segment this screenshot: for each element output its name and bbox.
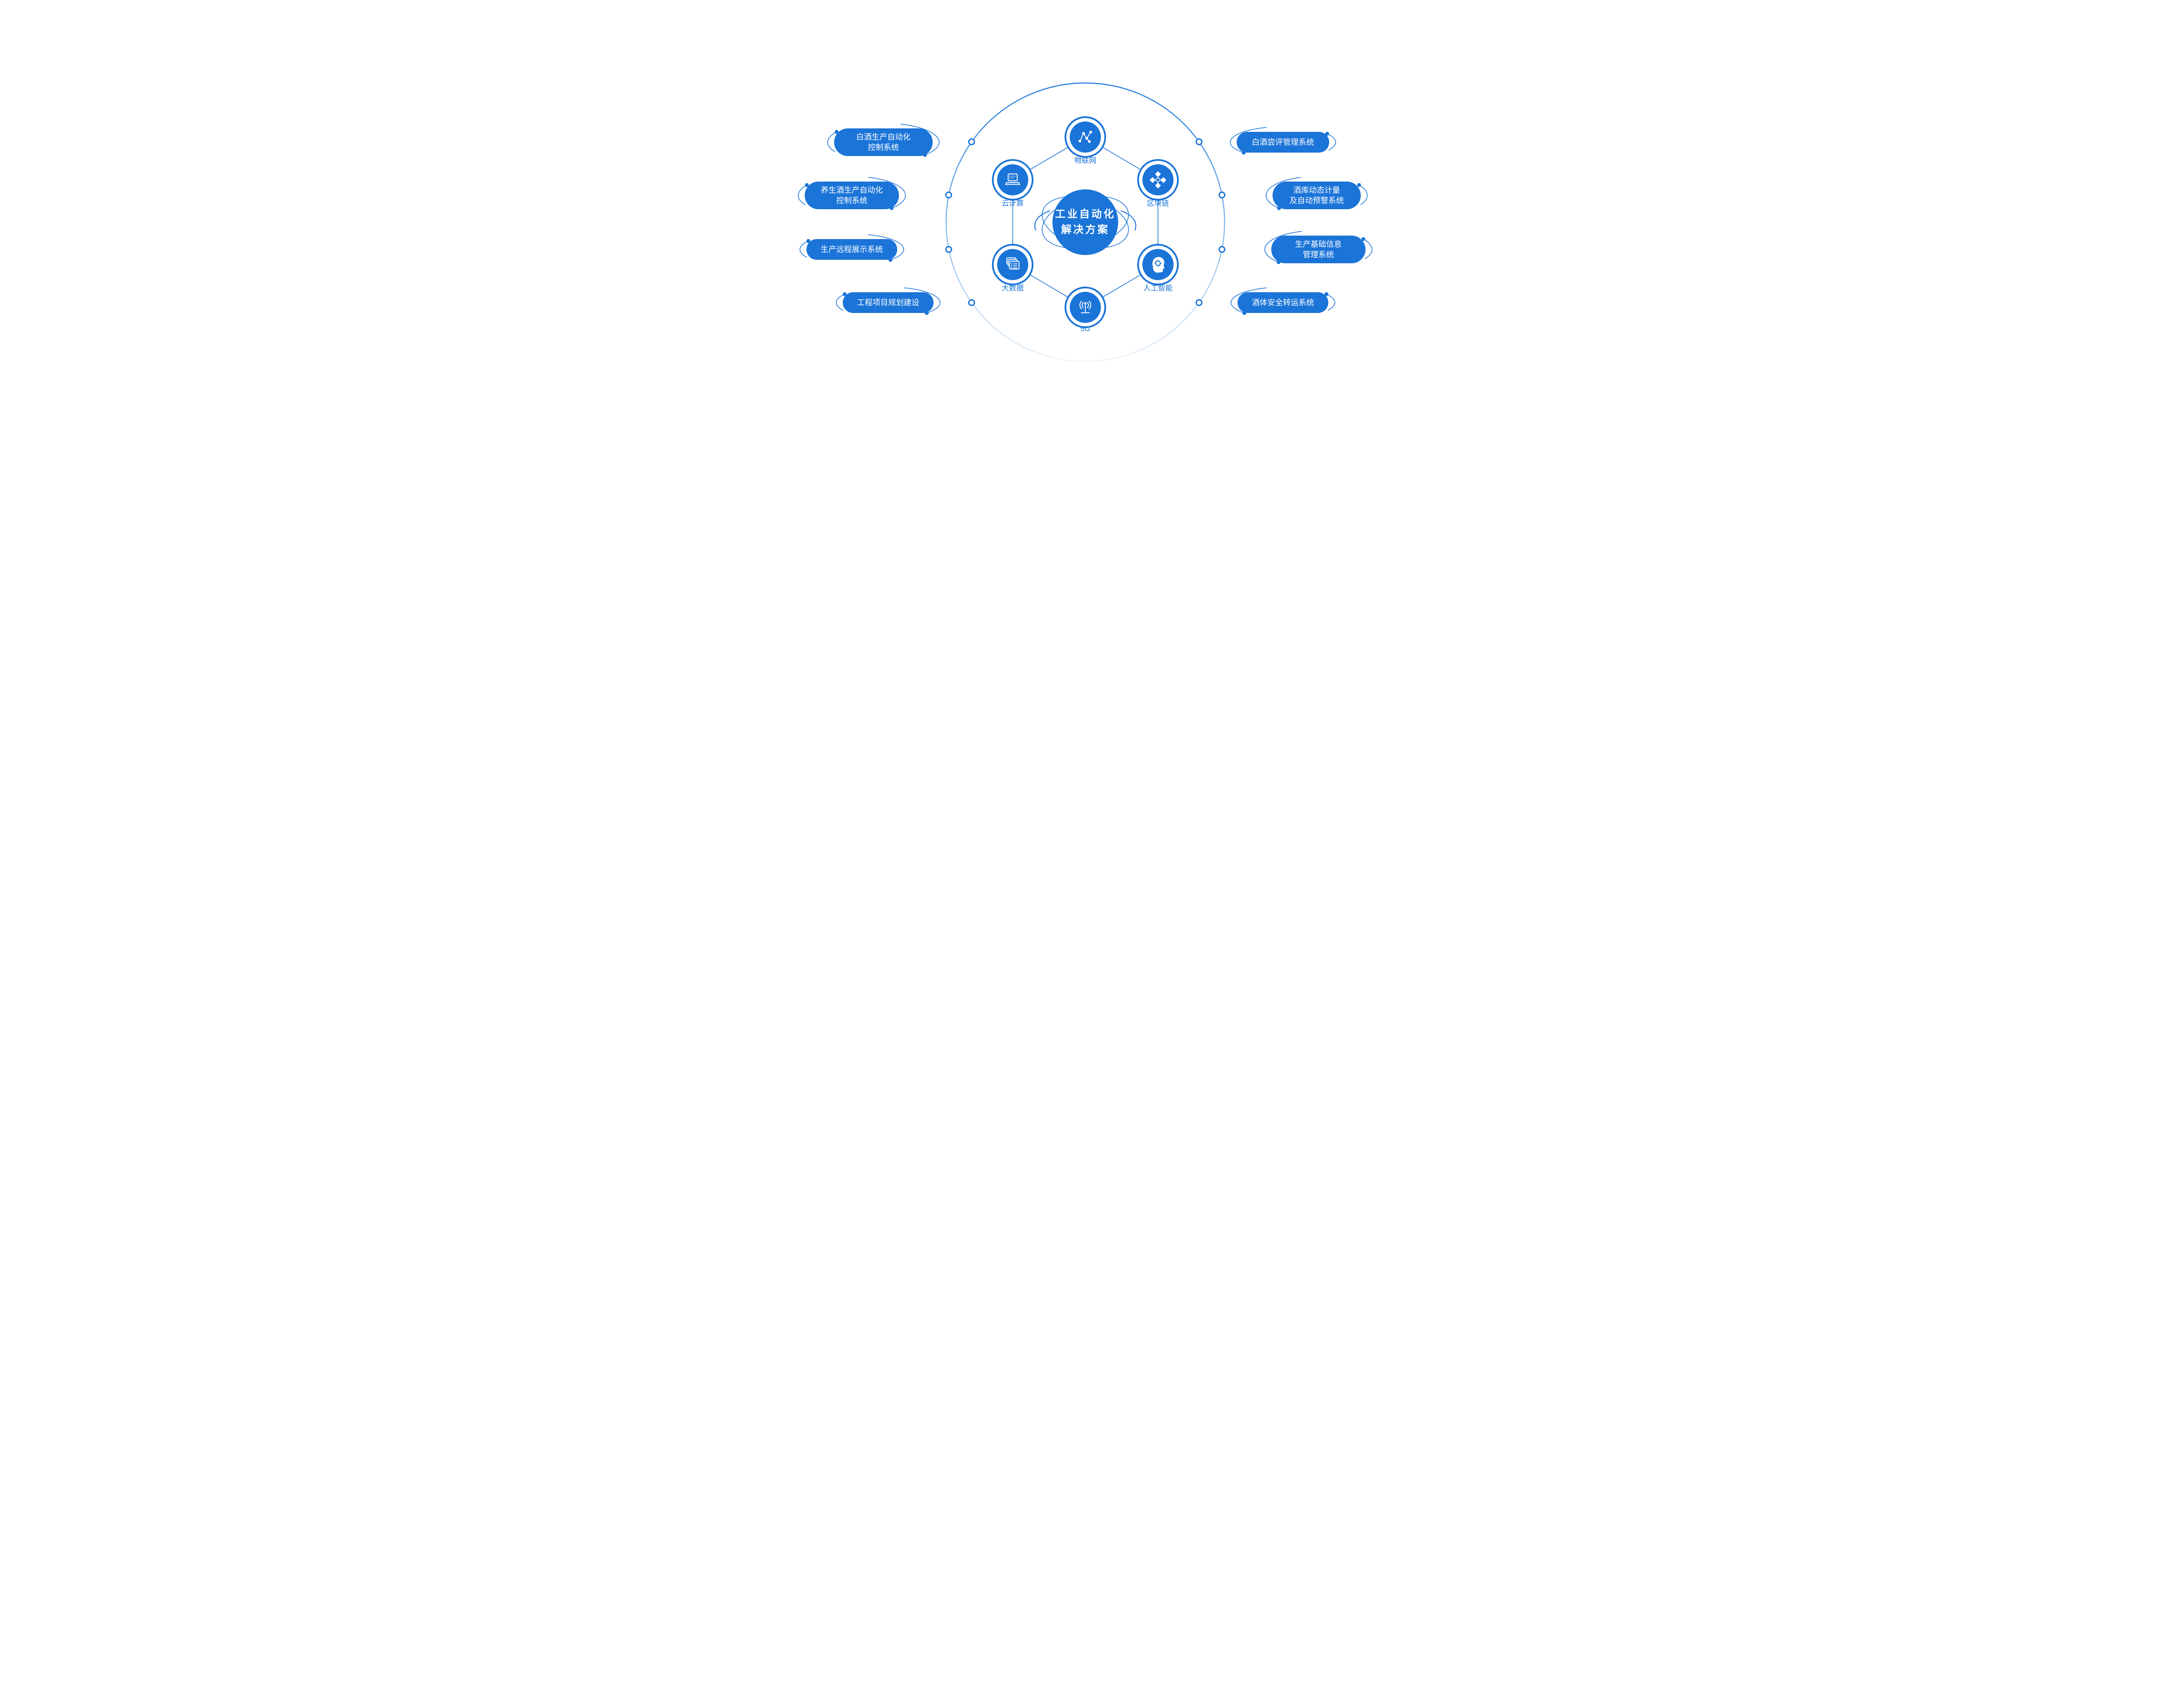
node-label: 云计算 <box>1001 199 1024 208</box>
pill-label-line: 酒体安全转运系统 <box>1252 298 1314 307</box>
pill-label-line: 白酒尝评管理系统 <box>1252 137 1314 147</box>
outer-circle-dot <box>945 246 952 253</box>
pill-label-line: 养生酒生产自动化 <box>821 185 883 195</box>
pill-baijiu-production-automation-control: 白酒生产自动化 控制系统 <box>834 128 933 156</box>
orbit-flourish-right <box>1120 210 1136 231</box>
node-circle <box>992 244 1033 285</box>
pill-label-line: 控制系统 <box>836 196 867 205</box>
pill-decoration-arc <box>1230 127 1267 153</box>
pill-production-basic-info-management-system: 生产基础信息 管理系统 <box>1271 236 1366 263</box>
outer-circle-dot <box>1219 192 1225 198</box>
pill-decoration-arc <box>1359 185 1368 205</box>
pill-label-line: 生产基础信息 <box>1295 239 1342 249</box>
outer-circle-dot <box>1196 138 1203 145</box>
outer-circle-dot <box>1219 246 1225 253</box>
pill-decoration-arc <box>1264 231 1302 263</box>
stacked-docs-icon <box>1003 255 1023 275</box>
node-5g: 5G <box>1065 287 1106 333</box>
node-label: 区块链 <box>1147 199 1169 208</box>
pill-decoration-arc <box>827 131 837 152</box>
antenna-icon <box>1075 297 1095 317</box>
pill-health-wine-production-automation-control: 养生酒生产自动化 控制系统 <box>805 182 899 209</box>
node-iot: 物联网 <box>1065 116 1106 165</box>
head-chip-icon <box>1152 257 1165 273</box>
node-circle <box>1065 116 1106 158</box>
center-node: 工业自动化 解决方案 <box>1052 189 1118 255</box>
outer-circle-dot <box>968 299 975 306</box>
pill-decoration-arc <box>900 124 940 156</box>
pill-decoration-arc <box>800 240 809 258</box>
node-blockchain: 区块链 <box>1137 159 1179 208</box>
node-label: 大数据 <box>1001 284 1024 292</box>
pill-engineering-project-planning: 工程项目规划建设 <box>843 292 934 313</box>
pill-decoration-arc <box>868 234 904 260</box>
node-circle <box>1137 159 1179 201</box>
pill-decoration-arc <box>836 294 845 311</box>
pill-decoration-arc <box>868 177 906 209</box>
pill-decoration-arc <box>1266 177 1301 209</box>
pill-decoration-arc <box>1363 239 1372 259</box>
orbit-flourish-left <box>1034 210 1050 231</box>
node-inner-circle <box>1070 292 1101 323</box>
pill-liquor-safe-transfer-system: 酒体安全转运系统 <box>1238 292 1328 313</box>
pill-decoration-arc <box>1327 133 1336 150</box>
pill-decoration-arc <box>798 185 807 205</box>
pill-label-line: 控制系统 <box>868 143 899 152</box>
pill-decoration-arc <box>904 287 940 313</box>
outer-circle-dot <box>968 138 975 145</box>
outer-circle-dot <box>945 192 952 198</box>
outer-circle <box>945 82 1225 362</box>
pill-decoration-arc <box>1326 294 1335 311</box>
node-ai: 人工智能 <box>1137 244 1179 293</box>
pill-label-line: 生产远程展示系统 <box>821 245 883 254</box>
center-title-line1: 工业自动化 <box>1055 208 1116 220</box>
pill-decoration-dot <box>1361 237 1366 241</box>
center-title-line2: 解决方案 <box>1061 224 1110 236</box>
pill-decoration-dot <box>1357 183 1361 187</box>
pill-decoration-layer <box>798 124 1372 315</box>
node-inner-circle <box>997 249 1028 280</box>
pill-decoration-arc <box>1231 287 1267 313</box>
node-label: 人工智能 <box>1143 284 1173 292</box>
pill-label-line: 工程项目规划建设 <box>857 298 919 307</box>
node-circle <box>992 159 1033 201</box>
node-label: 物联网 <box>1074 156 1097 165</box>
pill-label-line: 管理系统 <box>1303 250 1334 259</box>
infographic-canvas: 物联网 区块链 <box>747 0 1415 438</box>
blocks-icon <box>1149 171 1167 188</box>
pill-label-line: 白酒生产自动化 <box>856 132 911 141</box>
node-inner-circle <box>1142 249 1174 280</box>
node-label: 5G <box>1080 325 1091 333</box>
node-circle <box>1137 244 1179 285</box>
network-icon <box>1078 131 1092 143</box>
pill-remote-production-display-system: 生产远程展示系统 <box>806 239 897 260</box>
pill-baijiu-tasting-management-system: 白酒尝评管理系统 <box>1237 132 1329 153</box>
node-inner-circle <box>997 164 1028 195</box>
laptop-icon <box>1003 170 1023 190</box>
pill-label-line: 酒库动态计量 <box>1293 185 1340 195</box>
pill-cellar-dynamic-metering-warning-system: 酒库动态计量 及自动预警系统 <box>1273 182 1361 209</box>
node-inner-circle <box>1142 164 1174 195</box>
node-circle <box>1065 287 1106 328</box>
node-cloud: 云计算 <box>992 159 1033 208</box>
outer-circle-dot <box>1196 299 1203 306</box>
node-inner-circle <box>1070 121 1101 153</box>
pill-label-line: 及自动预警系统 <box>1289 196 1344 205</box>
node-bigdata: 大数据 <box>992 244 1033 293</box>
